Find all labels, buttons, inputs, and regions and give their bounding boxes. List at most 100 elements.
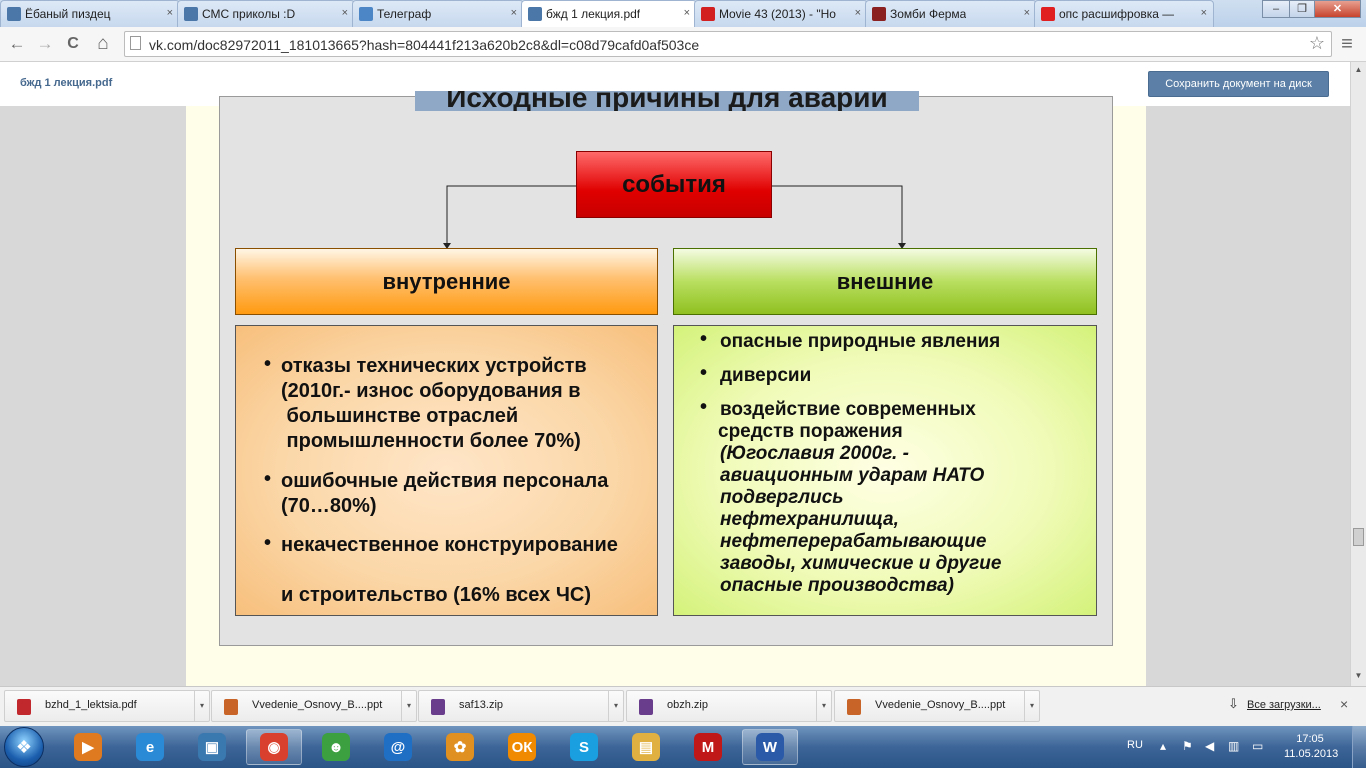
tab-7[interactable]: опс расшифровка — × (1034, 0, 1214, 27)
scroll-down-icon[interactable]: ▼ (1354, 671, 1363, 680)
connector-left (446, 185, 576, 244)
taskbar-chrome[interactable]: ◉ (246, 729, 302, 765)
show-desktop-button[interactable] (1352, 726, 1366, 768)
arrowhead-right (898, 243, 906, 249)
language-indicator[interactable]: RU (1127, 739, 1143, 751)
forward-button[interactable]: → (36, 34, 54, 53)
tab-4[interactable]: бжд 1 лекция.pdf × (521, 0, 697, 27)
close-tab-icon[interactable]: × (1200, 7, 1207, 19)
taskbar-odnoklassniki[interactable]: ОК (494, 729, 550, 765)
close-downloads-icon[interactable]: × (1340, 696, 1349, 712)
external-item-3-detail-4: нефтехранилища, (720, 509, 899, 530)
messenger-icon: ☻ (322, 733, 350, 761)
action-center-icon[interactable]: ⚑ (1182, 739, 1193, 753)
taskbar-mcafee[interactable]: M (680, 729, 736, 765)
clock-time: 17:05 (1296, 733, 1324, 745)
bullet: • (700, 396, 708, 418)
tab-3[interactable]: Телеграф × (352, 0, 524, 27)
download-name: saf13.zip (459, 699, 504, 711)
chrome-menu-button[interactable]: ≡ (1341, 33, 1353, 55)
clock-date: 11.05.2013 (1284, 748, 1339, 760)
taskbar-media-player[interactable]: ▶ (60, 729, 116, 765)
url-input[interactable] (147, 34, 1301, 56)
back-button[interactable]: ← (8, 34, 26, 53)
all-downloads-link[interactable]: Все загрузки... (1247, 699, 1321, 711)
taskbar-messenger[interactable]: ☻ (308, 729, 364, 765)
external-item-3-line-2: средств поражения (718, 421, 903, 442)
download-item[interactable]: obzh.zip▾ (626, 690, 832, 722)
close-tab-icon[interactable]: × (683, 7, 690, 19)
address-bar[interactable]: ☆ (124, 31, 1332, 57)
tab-2[interactable]: СМС приколы :D × (177, 0, 355, 27)
taskbar-toolbox[interactable]: ▣ (184, 729, 240, 765)
network-icon[interactable]: ▥ (1228, 739, 1240, 753)
chrome-icon: ◉ (260, 733, 288, 761)
taskbar-icq[interactable]: ✿ (432, 729, 488, 765)
toolbox-icon: ▣ (198, 733, 226, 761)
download-item[interactable]: bzhd_1_lektsia.pdf▾ (4, 690, 210, 722)
minimize-button[interactable]: – (1262, 0, 1290, 18)
scroll-up-icon[interactable]: ▲ (1354, 65, 1363, 74)
external-item-3-detail-5: нефтеперерабатывающие (720, 531, 987, 552)
close-tab-icon[interactable]: × (510, 7, 517, 19)
tab-label: опс расшифровка — (1059, 7, 1175, 21)
word-icon: W (756, 733, 784, 761)
download-name: Vvedenie_Osnovy_B....ppt (252, 699, 383, 711)
connector-right (772, 185, 903, 244)
close-tab-icon[interactable]: × (166, 7, 173, 19)
downloads-bar: bzhd_1_lektsia.pdf▾ Vvedenie_Osnovy_B....… (0, 686, 1366, 726)
internal-item-1-line-1: отказы технических устройств (281, 355, 587, 377)
taskbar-internet-explorer[interactable]: e (122, 729, 178, 765)
reload-button[interactable]: C (67, 35, 79, 52)
tab-label: бжд 1 лекция.pdf (546, 7, 641, 21)
tab-5[interactable]: Movie 43 (2013) - "Но× (694, 0, 868, 27)
system-clock[interactable]: 17:05 11.05.2013 (1284, 732, 1339, 762)
external-causes-panel: • опасные природные явления • диверсии •… (673, 325, 1097, 616)
taskbar-word[interactable]: W (742, 729, 798, 765)
start-button[interactable]: ❖ (4, 727, 44, 767)
events-box: события (576, 151, 772, 218)
external-item-3-detail-7: опасные производства) (720, 575, 954, 596)
tab-label: СМС приколы :D (202, 7, 296, 21)
chevron-down-icon[interactable]: ▾ (816, 691, 831, 721)
chevron-down-icon[interactable]: ▾ (401, 691, 416, 721)
zombie-farm-icon (872, 7, 886, 21)
download-item[interactable]: Vvedenie_Osnovy_B....ppt ▾ (211, 690, 417, 722)
vk-icon (184, 7, 198, 21)
scroll-thumb[interactable] (1353, 528, 1364, 546)
maximize-button[interactable]: ❐ (1289, 0, 1315, 18)
zip-file-icon (639, 699, 653, 715)
page-icon (130, 36, 141, 50)
tab-label: Телеграф (377, 7, 432, 21)
download-item[interactable]: Vvedenie_Osnovy_B....ppt▾ (834, 690, 1040, 722)
save-to-disk-button[interactable]: Сохранить документ на диск (1148, 71, 1329, 97)
external-item-3-detail-2: авиационным ударам НАТО (720, 465, 985, 486)
taskbar-file-explorer[interactable]: ▤ (618, 729, 674, 765)
vertical-scrollbar[interactable]: ▲ ▼ (1350, 62, 1366, 686)
chevron-down-icon[interactable]: ▾ (1024, 691, 1039, 721)
document-name: бжд 1 лекция.pdf (20, 77, 113, 89)
close-tab-icon[interactable]: × (854, 7, 861, 19)
tray-expand-icon[interactable]: ▴ (1160, 739, 1167, 753)
external-item-3-detail-3: подверглись (720, 487, 844, 508)
pdf-page: Исходные причины для аварии события внут… (186, 91, 1146, 686)
power-icon[interactable]: ▭ (1252, 739, 1264, 753)
telegraph-icon (359, 7, 373, 21)
mail-agent-icon: @ (384, 733, 412, 761)
bullet: • (700, 328, 708, 350)
taskbar-skype[interactable]: S (556, 729, 612, 765)
vk-icon (528, 7, 542, 21)
chevron-down-icon[interactable]: ▾ (608, 691, 623, 721)
tab-1[interactable]: Ёбаный пиздец× (0, 0, 180, 27)
taskbar-mail-agent[interactable]: @ (370, 729, 426, 765)
download-item[interactable]: saf13.zip ▾ (418, 690, 624, 722)
external-item-3-detail-1: (Югославия 2000г. - (720, 443, 909, 464)
chevron-down-icon[interactable]: ▾ (194, 691, 209, 721)
close-window-button[interactable]: ✕ (1314, 0, 1361, 18)
close-tab-icon[interactable]: × (341, 7, 348, 19)
home-button[interactable]: ⌂ (97, 33, 109, 54)
close-tab-icon[interactable]: × (1023, 7, 1030, 19)
bookmark-star-icon[interactable]: ☆ (1308, 33, 1325, 53)
volume-icon[interactable]: ◀ (1205, 739, 1215, 753)
tab-6[interactable]: Зомби Ферма× (865, 0, 1037, 27)
